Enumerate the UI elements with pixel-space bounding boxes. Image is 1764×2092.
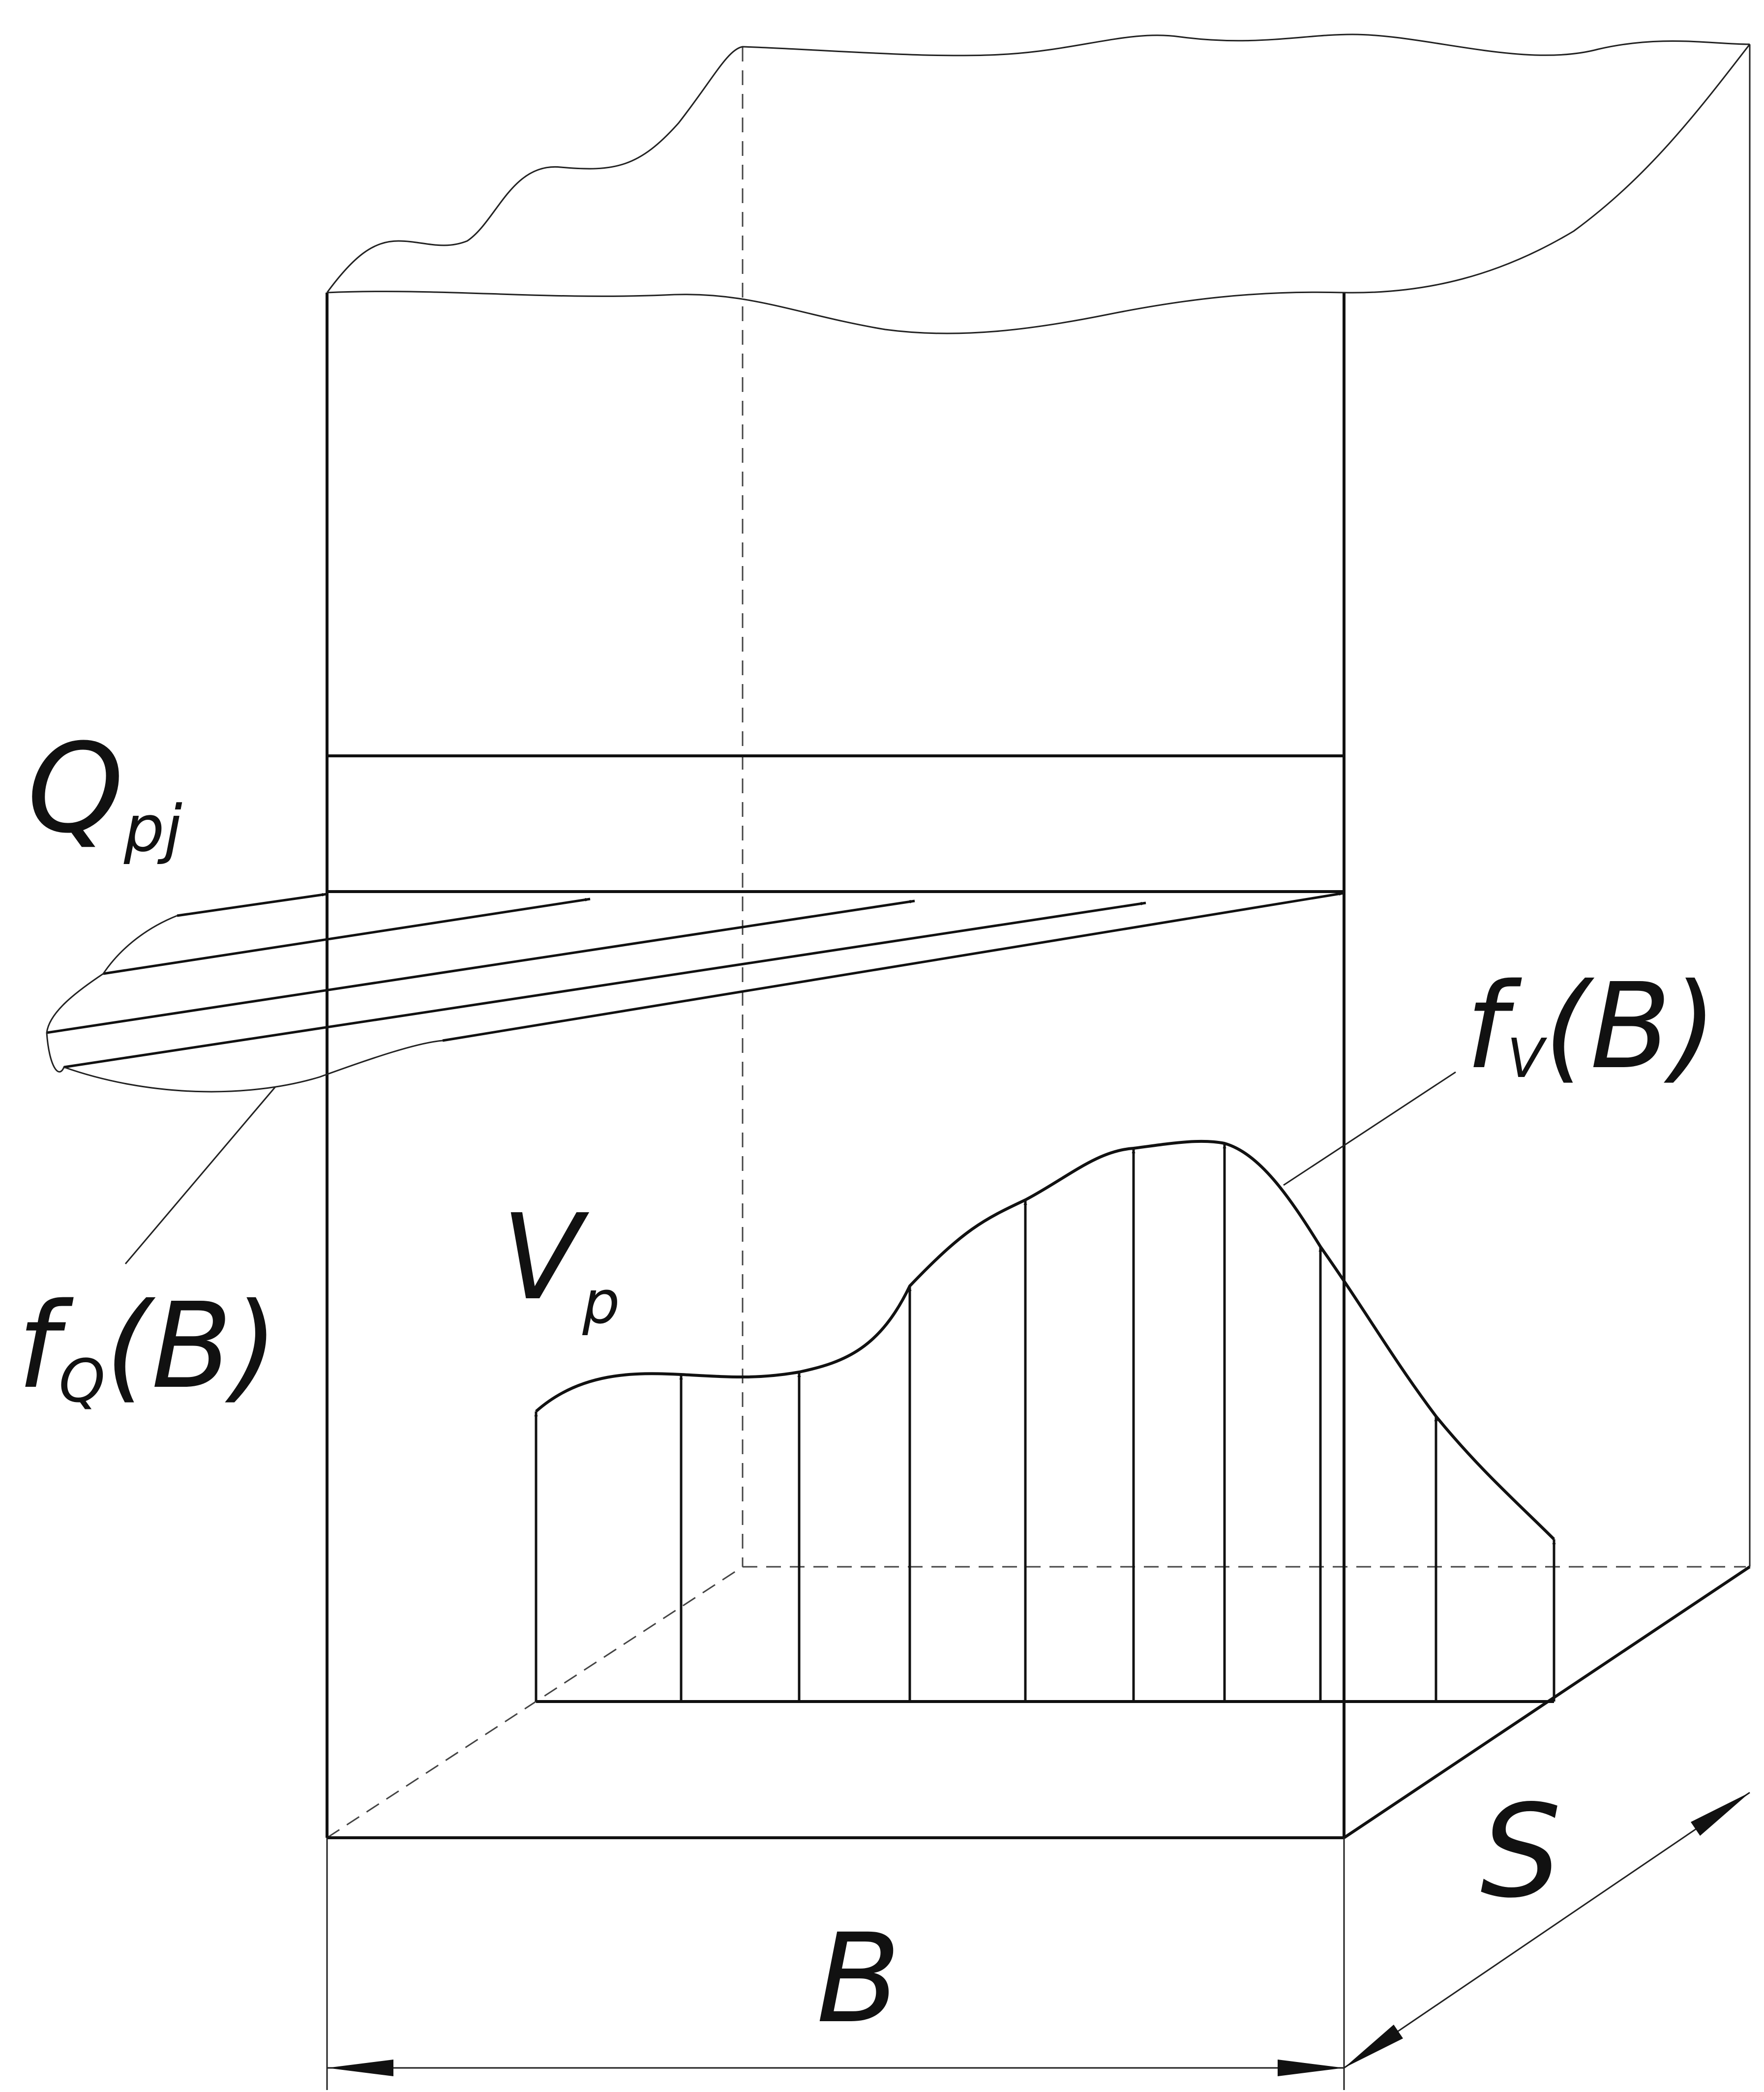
fv-arg: (B)	[1544, 957, 1717, 1095]
label-v-p: Vp	[502, 1189, 620, 1337]
break-outline-front	[327, 44, 1751, 334]
inflow-arrow	[442, 892, 1345, 1042]
box-outline	[326, 44, 1751, 1839]
s-arrowhead-top	[1691, 1793, 1750, 1836]
q-sub: pj	[123, 791, 182, 866]
inflow-arrow	[63, 901, 1146, 1069]
fv-distribution-curve	[535, 1139, 1555, 1541]
hidden-left-depth-edge	[327, 1566, 743, 1839]
velocity-arrows	[534, 1143, 1556, 1703]
label-q-pj: Qpj	[27, 717, 182, 866]
fv-sub: V	[1507, 1027, 1548, 1090]
label-width-b: B	[816, 1907, 901, 2050]
label-fq-b: fQ(B)	[17, 1277, 278, 1416]
inflow-arrow	[177, 893, 328, 917]
dimension-s	[1344, 1792, 1750, 2069]
fq-envelope-curve	[46, 915, 443, 1093]
vp-sub: p	[582, 1269, 620, 1337]
vp-main: V	[502, 1189, 590, 1326]
dimension-b	[326, 1838, 1345, 2090]
b-arrowhead-left	[327, 2060, 393, 2076]
label-depth-s: S	[1480, 1778, 1561, 1926]
inflow-arrow	[103, 897, 591, 975]
b-arrowhead-right	[1278, 2060, 1344, 2076]
fv-leader-line	[1283, 1071, 1456, 1186]
fq-sub: Q	[59, 1347, 105, 1416]
q-main: Q	[27, 717, 124, 860]
s-dimension-line	[1344, 1792, 1750, 2069]
fq-arg: (B)	[105, 1277, 278, 1415]
break-outline-top	[326, 33, 1750, 293]
inflow-arrows	[46, 892, 1345, 1069]
label-fv-b: fV(B)	[1465, 957, 1717, 1095]
s-arrowhead-bottom	[1344, 2025, 1403, 2068]
fq-leader-line	[124, 1086, 276, 1264]
inflow-arrow	[46, 899, 915, 1034]
